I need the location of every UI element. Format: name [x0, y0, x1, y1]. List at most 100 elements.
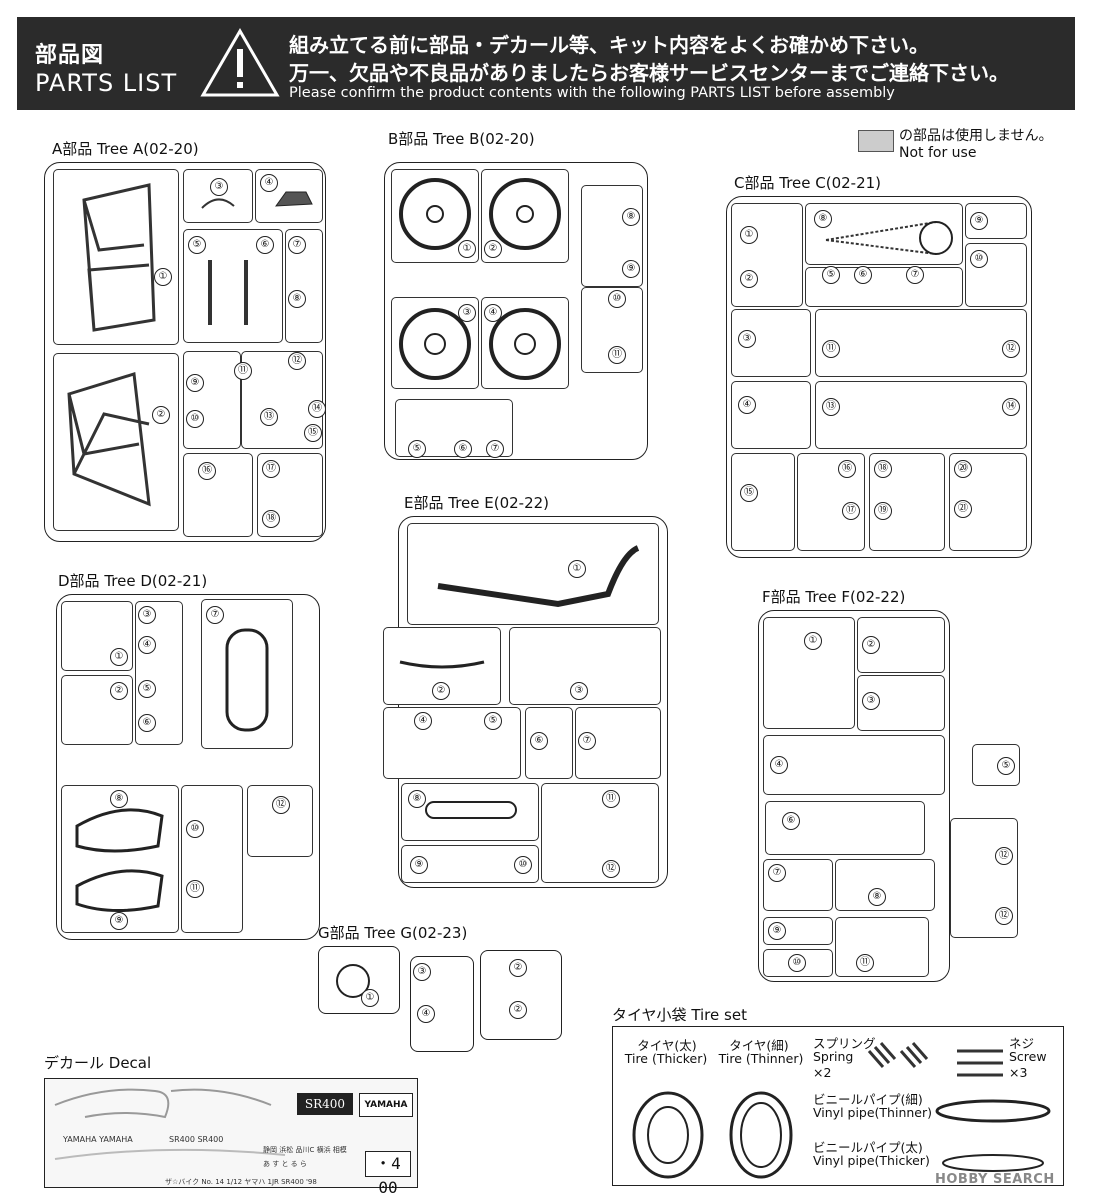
tree-a-cell-3: ③	[183, 169, 253, 223]
tree-c-cell-13-14: ⑬ ⑭	[815, 381, 1027, 449]
tree-g-cell-2: ② ②	[480, 950, 562, 1040]
part-number-f4: ④	[770, 756, 788, 774]
tire-set-label: タイヤ小袋 Tire set	[612, 1006, 747, 1024]
disc-part-icon	[336, 964, 370, 998]
pipe-thick-en: Vinyl pipe(Thicker)	[813, 1153, 930, 1168]
part-number-a14: ⑭	[308, 400, 326, 418]
tree-b-wheel-3: ③	[391, 297, 479, 389]
tree-b-wheel-1: ①	[391, 169, 479, 263]
part-number-c10: ⑩	[970, 250, 988, 268]
part-number-c21: ㉑	[954, 500, 972, 518]
tree-g-label: G部品 Tree G(02-23)	[318, 924, 468, 942]
tree-f-cell-5-outrigger: ⑤	[972, 744, 1020, 786]
tree-f-cell-3: ③	[857, 675, 945, 731]
part-number-d6: ⑥	[138, 714, 156, 732]
tank-stripe-decal-icon	[54, 1088, 286, 1160]
tree-f-cell-12-outrigger: ⑫ ⑫	[950, 818, 1018, 938]
tree-c-label: C部品 Tree C(02-21)	[734, 174, 882, 192]
part-number-g2b: ②	[509, 1001, 527, 1019]
part-number-d1: ①	[110, 648, 128, 666]
tree-g-cell-1: ①	[318, 946, 400, 1014]
legend-jp: の部品は使用しません。	[899, 128, 1053, 144]
part-number-c19: ⑲	[874, 502, 892, 520]
yamaha-text-decal: YAMAHA YAMAHA	[63, 1135, 133, 1144]
tree-a-cell-frame-1: ①	[53, 169, 179, 345]
part-number-f5: ⑤	[997, 757, 1015, 775]
decal-label: デカール Decal	[44, 1054, 152, 1072]
tire-icon	[632, 1042, 1051, 1179]
tree-f-cell-6: ⑥	[765, 801, 925, 855]
part-number-d2: ②	[110, 682, 128, 700]
wheel-icon	[489, 308, 561, 380]
tree-c-cell-18-19: ⑱ ⑲	[869, 453, 945, 551]
part-number-a12: ⑫	[288, 352, 306, 370]
tree-e-cell-6: ⑥	[525, 707, 573, 779]
tree-b-cell-10-11: ⑩ ⑪	[581, 287, 643, 373]
yamaha-badge-decal: YAMAHA	[359, 1093, 413, 1117]
tree-a-cell-11-15: ⑫ ⑪ ⑬ ⑭ ⑮	[234, 351, 326, 449]
fuel-tank-icon	[75, 808, 164, 912]
part-number-f8: ⑧	[868, 888, 886, 906]
part-number-a1: ①	[154, 268, 172, 286]
tree-d: ① ② ③ ④ ⑤ ⑥ ⑦ ⑧ ⑨ ⑩ ⑪ ⑫	[56, 594, 320, 940]
decal-sheet: SR400 YAMAHA YAMAHA YAMAHA SR400 SR400 静…	[44, 1078, 418, 1197]
part-number-c13: ⑬	[822, 398, 840, 416]
part-number-g1: ①	[361, 989, 379, 1007]
part-number-a15: ⑮	[304, 424, 322, 442]
part-number-a13: ⑬	[260, 408, 278, 426]
not-for-use-swatch	[858, 130, 894, 152]
part-number-g3: ③	[413, 963, 431, 981]
tree-f-cell-11: ⑪	[835, 917, 929, 977]
part-number-a10: ⑩	[186, 410, 204, 428]
frame-part-icon	[82, 183, 156, 332]
part-number-c11: ⑪	[822, 340, 840, 358]
pipe-thin-jp: ビニールパイプ(細)	[813, 1092, 923, 1107]
part-number-f12b: ⑫	[995, 907, 1013, 925]
part-number-b2: ②	[484, 240, 502, 258]
wheel-icon	[489, 178, 561, 250]
frame-part-icon	[67, 372, 151, 507]
tree-a-cell-frame-2: ②	[53, 353, 179, 531]
part-number-c12: ⑫	[1002, 340, 1020, 358]
plate-text-decal: 静岡 浜松 品川C 横浜 相模	[263, 1146, 347, 1154]
tree-b-wheel-4: ④	[481, 297, 569, 389]
warning-jp-line1: 組み立てる前に部品・デカール等、キット内容をよくお確かめ下さい。	[289, 33, 929, 57]
tree-e-cell-2-handlebar: ②	[383, 627, 501, 705]
tree-d-cell-10-11: ⑩ ⑪	[181, 785, 243, 933]
tree-e-cell-4-5-mirrors: ④ ⑤	[383, 707, 521, 779]
part-number-f9: ⑨	[768, 922, 786, 940]
part-number-b9: ⑨	[622, 260, 640, 278]
exhaust-muffler-icon	[437, 545, 640, 608]
tree-a-cell-5-6: ⑤ ⑥	[183, 229, 283, 343]
screw-qty: ×3	[1009, 1065, 1028, 1080]
part-number-b5: ⑤	[408, 440, 426, 458]
tree-e-cell-3: ③	[509, 627, 661, 705]
tree-d-cell-1: ①	[61, 601, 133, 671]
handlebar-icon	[399, 660, 485, 669]
tree-e-label: E部品 Tree E(02-22)	[404, 494, 550, 512]
part-number-b11: ⑪	[608, 346, 626, 364]
tree-f-cell-2: ②	[857, 617, 945, 673]
part-number-d5: ⑤	[138, 680, 156, 698]
part-number-c15: ⑮	[740, 484, 758, 502]
tree-f-cell-4: ④	[763, 735, 945, 795]
tree-c-cell-5-7: ⑤ ⑥ ⑦	[805, 266, 963, 307]
part-number-d4: ④	[138, 636, 156, 654]
part-number-c2: ②	[740, 270, 758, 288]
part-number-c14: ⑭	[1002, 398, 1020, 416]
spring-en: Spring	[813, 1049, 854, 1064]
watermark: HOBBY SEARCH	[935, 1172, 1055, 1187]
part-number-f7: ⑦	[768, 864, 786, 882]
part-number-d10: ⑩	[186, 820, 204, 838]
part-number-f11: ⑪	[856, 954, 874, 972]
tree-a-cell-9-10: ⑨ ⑩	[183, 351, 241, 449]
part-number-e9: ⑨	[410, 856, 428, 874]
part-number-e2: ②	[432, 682, 450, 700]
tree-d-label: D部品 Tree D(02-21)	[58, 572, 208, 590]
part-number-c3: ③	[738, 330, 756, 348]
legend-en: Not for use	[899, 145, 977, 161]
part-number-a7: ⑦	[288, 236, 306, 254]
tree-e-cell-9-10: ⑨ ⑩	[401, 845, 539, 883]
part-number-a11: ⑪	[234, 362, 252, 380]
tire-thin-jp: タイヤ(細)	[729, 1038, 789, 1053]
